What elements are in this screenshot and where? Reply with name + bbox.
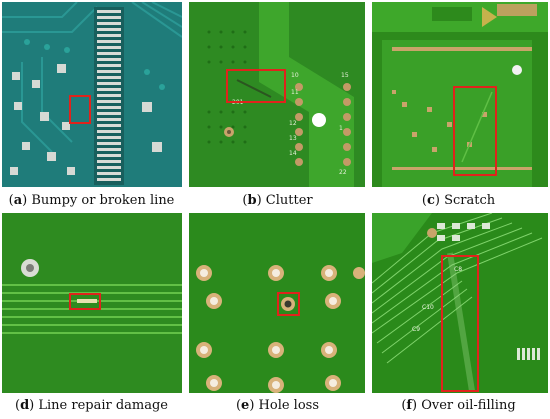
- svg-text:22: 22: [339, 169, 347, 176]
- panel-f-caption: (f) Over oil-filling: [401, 398, 516, 413]
- panel-b-caption: (b) Clutter: [242, 193, 313, 208]
- svg-text:12: 12: [289, 120, 297, 127]
- panel-c-caption: (c) Scratch: [421, 193, 496, 208]
- panel-d-caption: (d) Line repair damage: [14, 398, 169, 413]
- svg-text:10: 10: [291, 72, 299, 79]
- svg-text:13: 13: [289, 135, 297, 142]
- panel-d-image: [2, 213, 182, 393]
- panel-b-image: 201 10 11 12 13 14 15 1 22: [189, 2, 365, 187]
- panel-e-caption: (e) Hole loss: [235, 398, 320, 413]
- panel-a-caption: (a) Bumpy or broken line: [8, 193, 175, 208]
- defect-highlight-box: [69, 293, 101, 310]
- panel-c-image: [372, 2, 548, 187]
- svg-text:1: 1: [339, 125, 343, 132]
- defect-highlight-box: [69, 95, 91, 124]
- svg-text:14: 14: [289, 150, 297, 157]
- panel-e-image: [189, 213, 365, 393]
- svg-text:C9: C9: [412, 326, 420, 333]
- defect-highlight-box: [277, 292, 300, 316]
- defect-highlight-box: [453, 86, 497, 176]
- svg-text:C10: C10: [422, 304, 434, 311]
- svg-text:C8: C8: [454, 266, 462, 273]
- defect-highlight-box: [441, 255, 479, 392]
- panel-a-image: [2, 2, 182, 187]
- defect-highlight-box: [226, 69, 286, 103]
- svg-text:15: 15: [341, 72, 349, 79]
- panel-f-image: C8 C9 C10: [372, 213, 548, 393]
- svg-text:11: 11: [291, 89, 299, 96]
